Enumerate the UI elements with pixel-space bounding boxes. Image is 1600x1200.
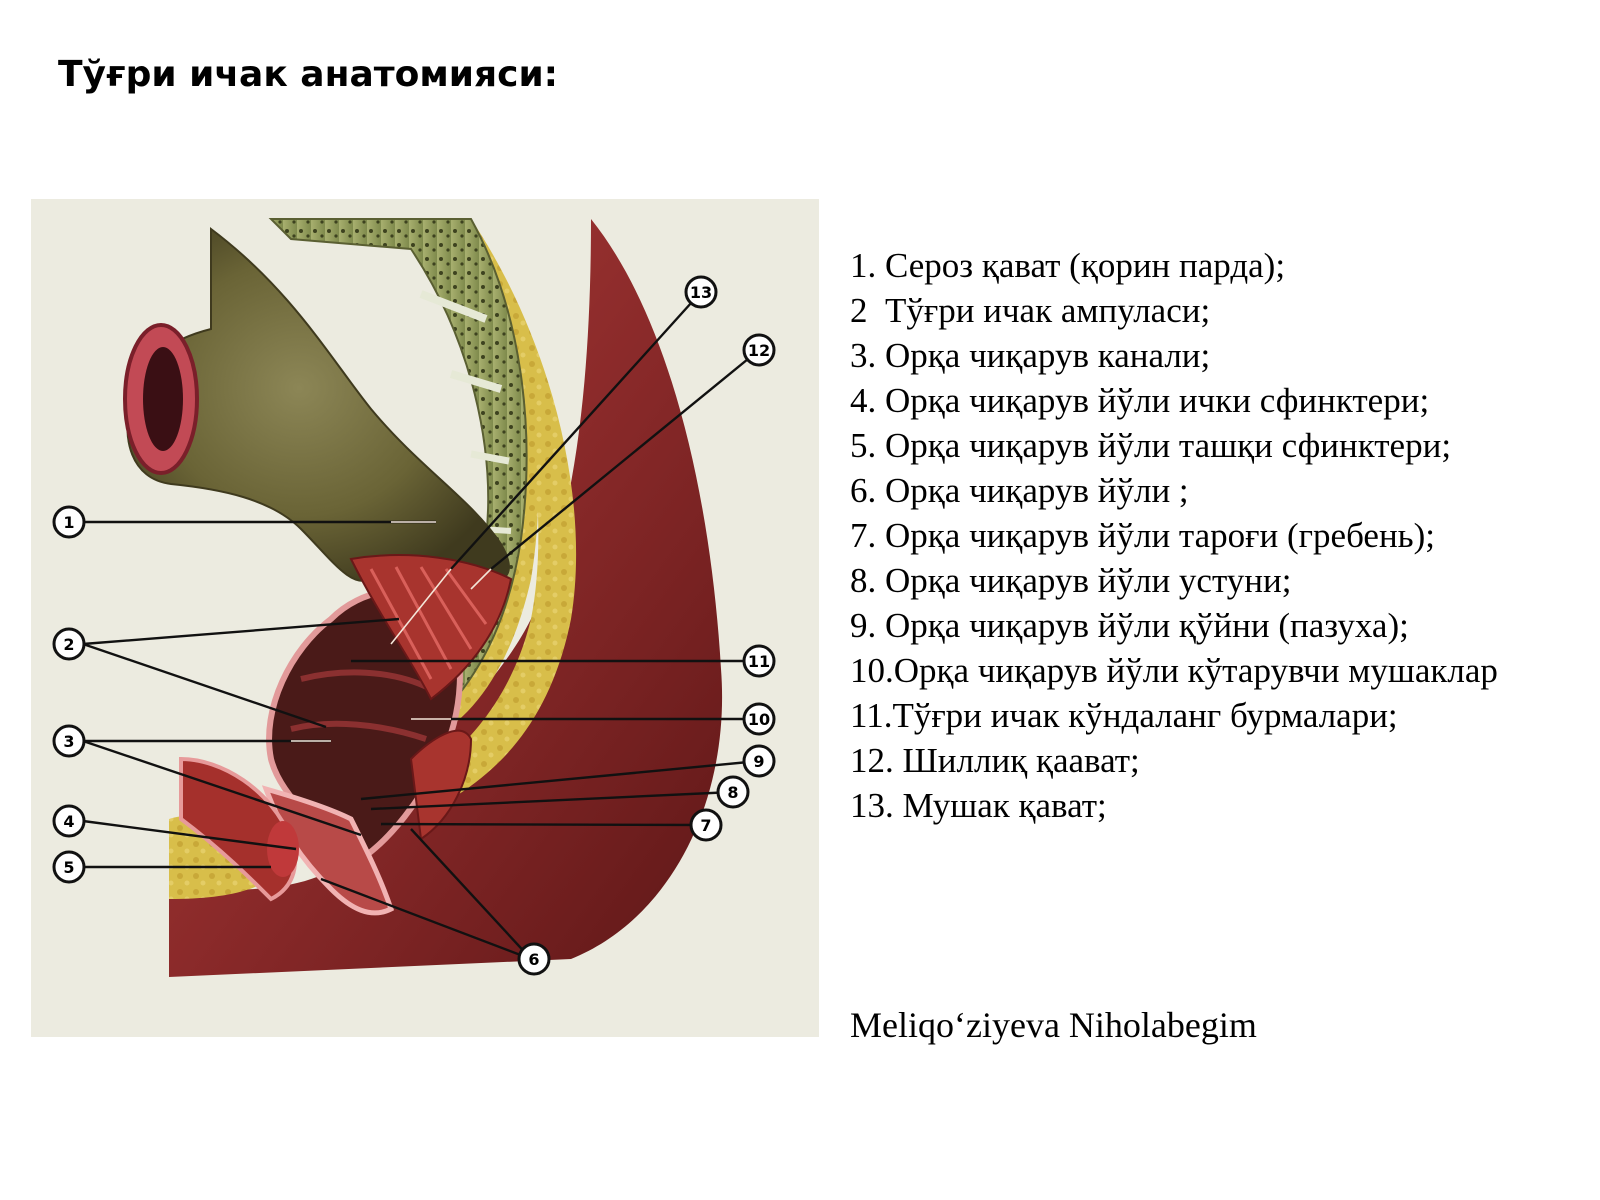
svg-text:6: 6 <box>528 950 539 969</box>
anatomy-legend: 1. Сероз қават (қорин парда); 2 Тўғри ич… <box>850 243 1590 828</box>
callout-leader-lines <box>82 291 760 961</box>
callout-4: 4 <box>52 804 86 838</box>
perirectal-fat-layer <box>231 219 577 799</box>
svg-text:4: 4 <box>63 812 74 831</box>
legend-item: 6. Орқа чиқарув йўли ; <box>850 471 1189 510</box>
callout-13: 13 <box>684 275 718 309</box>
rectum-anatomy-illustration: 1 2 3 4 5 6 7 <box>31 199 819 1037</box>
legend-item: 4. Орқа чиқарув йўли ички сфинктери; <box>850 381 1430 420</box>
legend-item: 12. Шиллиқ қаават; <box>850 741 1140 780</box>
rectal-outer-wall <box>169 219 723 977</box>
callout-6: 6 <box>517 942 551 976</box>
svg-text:11: 11 <box>748 652 770 671</box>
legend-item: 9. Орқа чиқарув йўли қўйни (пазуха); <box>850 606 1409 645</box>
svg-text:7: 7 <box>700 816 711 835</box>
legend-item: 1. Сероз қават (қорин парда); <box>850 246 1286 285</box>
callout-5: 5 <box>52 850 86 884</box>
sigmoid-colon <box>123 226 510 584</box>
legend-item: 10.Орқа чиқарув йўли кўтарувчи мушаклар <box>850 651 1498 690</box>
svg-text:3: 3 <box>63 732 74 751</box>
page-title: Тўғри ичак анатомияси: <box>58 54 559 95</box>
anal-canal <box>179 756 395 916</box>
callout-9: 9 <box>742 744 776 778</box>
svg-text:2: 2 <box>63 635 74 654</box>
legend-item: 3. Орқа чиқарув канали; <box>850 336 1211 375</box>
legend-item: 13. Мушак қават; <box>850 786 1107 825</box>
levator-ani-muscle <box>349 554 513 841</box>
callout-leader-lines-light <box>291 521 492 742</box>
svg-text:10: 10 <box>748 710 770 729</box>
callout-3: 3 <box>52 724 86 758</box>
legend-item: 8. Орқа чиқарув йўли устуни; <box>850 561 1292 600</box>
callout-10: 10 <box>742 702 776 736</box>
svg-text:12: 12 <box>748 341 770 360</box>
svg-text:13: 13 <box>690 283 712 302</box>
callout-8: 8 <box>716 775 750 809</box>
callout-11: 11 <box>742 644 776 678</box>
svg-text:5: 5 <box>63 858 74 877</box>
callout-12: 12 <box>742 333 776 367</box>
callout-1: 1 <box>52 505 86 539</box>
svg-text:1: 1 <box>63 513 74 532</box>
legend-item: 7. Орқа чиқарув йўли тароғи (гребень); <box>850 516 1436 555</box>
author-name: Meliqoʻziyeva Niholabegim <box>850 1005 1257 1045</box>
legend-item: 2 Тўғри ичак ампуласи; <box>850 291 1211 330</box>
legend-item: 11.Тўғри ичак кўндаланг бурмалари; <box>850 696 1398 735</box>
legend-item: 5. Орқа чиқарув йўли ташқи сфинктери; <box>850 426 1452 465</box>
callout-2: 2 <box>52 627 86 661</box>
svg-text:9: 9 <box>753 752 764 771</box>
callout-7: 7 <box>689 808 723 842</box>
svg-text:8: 8 <box>727 783 738 802</box>
